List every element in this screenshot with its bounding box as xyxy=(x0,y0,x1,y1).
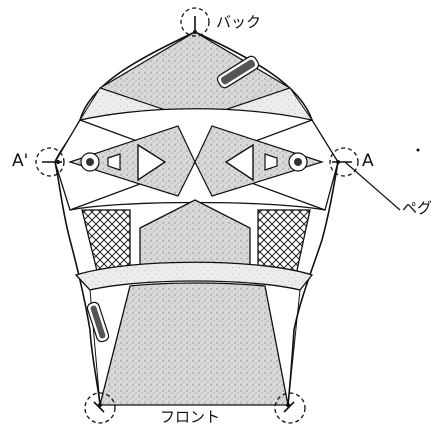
label-a-right: A xyxy=(362,151,374,171)
label-peg: ペグ xyxy=(402,199,432,217)
logo-badge-icon xyxy=(216,55,260,89)
right-vent-icon xyxy=(224,143,308,182)
awning-band xyxy=(74,261,314,291)
vent-triangle-icon xyxy=(137,143,167,182)
anchor-circle-icon-back xyxy=(180,7,210,37)
logo-badge-icon-side xyxy=(86,301,110,343)
anchor-circle-icon-front-left xyxy=(84,392,116,424)
label-a-left: A' xyxy=(12,151,28,171)
stray-dot xyxy=(416,148,420,152)
label-back: バック xyxy=(216,13,261,31)
anchor-circle-icon-right xyxy=(329,147,359,177)
anchor-circle-icon-left xyxy=(35,147,65,177)
right-vent-panel xyxy=(194,125,324,197)
vestibule-side-right xyxy=(287,289,301,406)
anchor-circle-icon-front-right xyxy=(274,392,306,424)
left-vent-icon xyxy=(80,143,167,182)
mesh-window-right xyxy=(257,209,311,276)
front-vestibule-panel xyxy=(99,282,289,406)
peg-guy-line xyxy=(344,161,401,211)
mesh-window-left xyxy=(81,209,131,276)
label-front: フロント xyxy=(160,408,220,426)
